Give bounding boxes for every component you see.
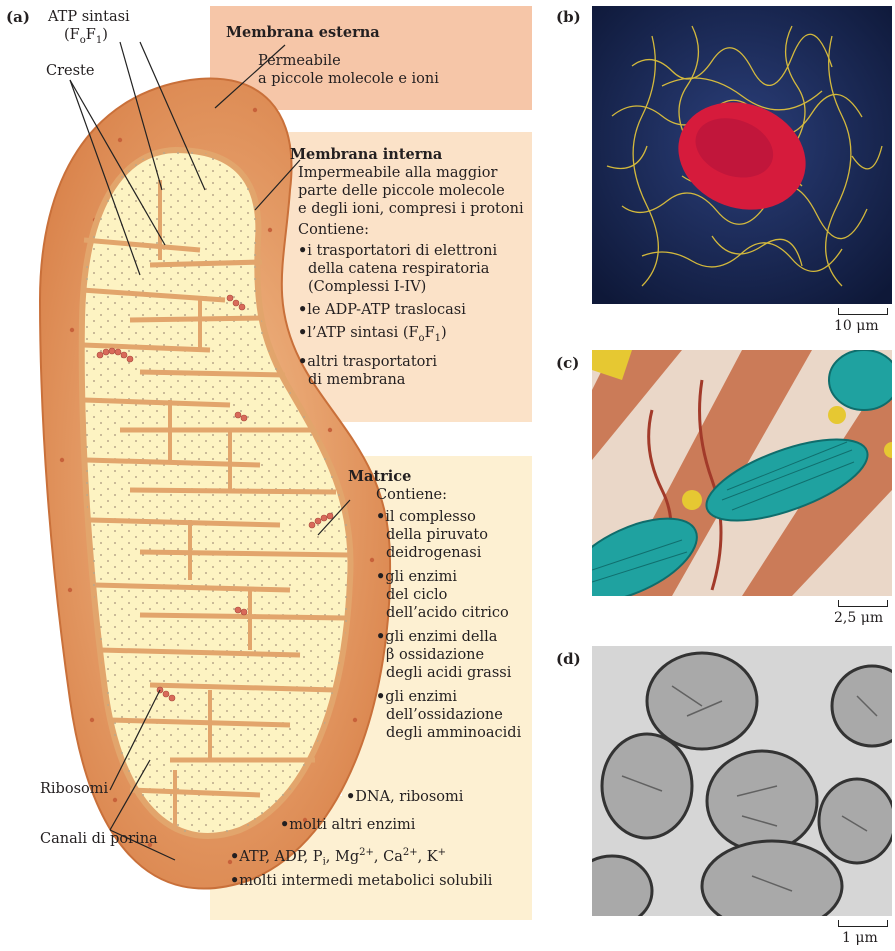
scale-bar-d <box>838 920 888 927</box>
inner-membrane-title: Membrana interna <box>290 146 524 164</box>
matrix-bullet-2: gli enzimi del ciclo dell’acido citrico <box>376 568 521 622</box>
inner-bullet-2: le ADP-ATP traslocasi <box>298 301 524 319</box>
cristae-label: Creste <box>46 62 94 80</box>
panel-b-label: (b) <box>556 8 581 26</box>
outer-membrane-line: a piccole molecole e ioni <box>226 70 439 88</box>
inner-membrane-line: parte delle piccole molecole <box>298 182 524 200</box>
inner-membrane-contains: Contiene: <box>298 221 524 239</box>
atp-synthase-line2: (FoF1) <box>48 26 130 50</box>
atp-synthase-label: ATP sintasi (FoF1) <box>48 8 130 50</box>
panel-a-label: (a) <box>6 8 30 26</box>
colorized-em-micrograph <box>592 350 892 596</box>
scale-bar-b <box>838 308 888 315</box>
scale-label-b: 10 μm <box>834 318 879 334</box>
outer-membrane-line: Permeabile <box>226 52 439 70</box>
matrix-bullet-5: DNA, ribosomi <box>346 788 463 806</box>
matrix-bullet-1: il complesso della piruvato deidrogenasi <box>376 508 521 562</box>
matrix-bullet-6: molti altri enzimi <box>280 816 415 834</box>
scale-label-d: 1 μm <box>842 930 878 946</box>
scale-bar-c <box>838 600 888 607</box>
scale-label-c: 2,5 μm <box>834 610 883 626</box>
inner-bullet-3: l’ATP sintasi (FoF1) <box>298 324 524 348</box>
matrix-contains: Contiene: <box>376 486 521 504</box>
porin-label: Canali di porina <box>40 830 158 848</box>
inner-bullet-1: i trasportatori di elettroni della caten… <box>298 242 524 296</box>
matrix-bullet-8: molti intermedi metabolici solubili <box>230 872 492 890</box>
matrix-bullet-4: gli enzimi dell’ossidazione degli ammino… <box>376 688 521 742</box>
outer-membrane-text: Membrana esterna Permeabile a piccole mo… <box>226 24 439 88</box>
matrix-title: Matrice <box>348 468 521 486</box>
panel-d-label: (d) <box>556 650 581 668</box>
matrix-bullet-7: ATP, ADP, Pi, Mg2+, Ca2+, K+ <box>230 844 446 872</box>
matrix-text: Matrice Contiene: il complesso della pir… <box>348 468 521 742</box>
matrix-bullet-3: gli enzimi della β ossidazione degli aci… <box>376 628 521 682</box>
atp-synthase-line1: ATP sintasi <box>48 8 130 26</box>
inner-bullet-4: altri trasportatori di membrana <box>298 353 524 389</box>
ribosomes-label: Ribosomi <box>40 780 108 798</box>
panel-c-label: (c) <box>556 354 579 372</box>
inner-membrane-text: Membrana interna Impermeabile alla maggi… <box>290 146 524 389</box>
inner-membrane-line: Impermeabile alla maggior <box>298 164 524 182</box>
fluorescence-micrograph <box>592 6 892 304</box>
inner-membrane-line: e degli ioni, compresi i protoni <box>298 200 524 218</box>
tem-micrograph <box>592 646 892 916</box>
outer-membrane-title: Membrana esterna <box>226 24 439 42</box>
